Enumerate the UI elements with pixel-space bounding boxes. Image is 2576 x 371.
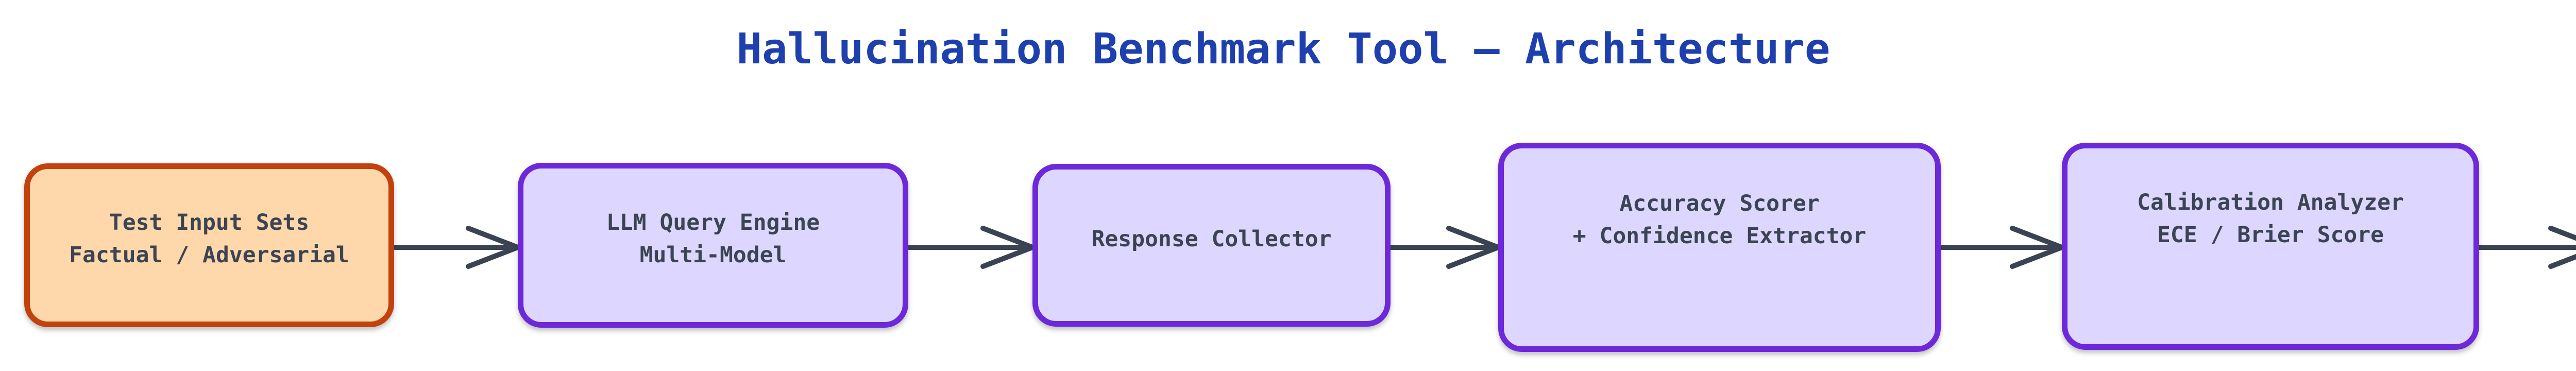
node-label-line: Accuracy Scorer — [1619, 191, 1820, 216]
node-response-collector: Response Collector — [1032, 164, 1391, 327]
arrow-icon — [1388, 226, 1501, 269]
node-label-line: Test Input Sets — [109, 210, 310, 235]
node-label-line: Factual / Adversarial — [69, 242, 349, 268]
node-label: Calibration Analyzer ECE / Brier Score — [2137, 187, 2404, 251]
arrow-icon — [906, 226, 1035, 269]
node-label-line: LLM Query Engine — [606, 210, 820, 235]
arrow-icon — [1939, 226, 2064, 269]
node-label-line: Calibration Analyzer — [2137, 190, 2404, 215]
node-label-line: Response Collector — [1091, 226, 1332, 252]
arrow-icon — [392, 226, 520, 269]
diagram-title: Hallucination Benchmark Tool — Architect… — [736, 25, 1831, 74]
node-llm-query-engine: LLM Query Engine Multi-Model — [518, 163, 908, 328]
node-label-line: + Confidence Extractor — [1572, 223, 1867, 249]
node-label-line: ECE / Brier Score — [2157, 222, 2384, 248]
node-label: Response Collector — [1092, 223, 1332, 256]
node-label: Test Input Sets Factual / Adversarial — [69, 207, 349, 272]
node-accuracy-scorer: Accuracy Scorer + Confidence Extractor — [1498, 143, 1941, 352]
node-label: Accuracy Scorer + Confidence Extractor — [1573, 188, 1867, 252]
node-label: LLM Query Engine Multi-Model — [606, 207, 820, 272]
node-label-line: Multi-Model — [639, 242, 787, 268]
node-calibration-analyzer: Calibration Analyzer ECE / Brier Score — [2062, 143, 2479, 350]
arrow-icon — [2477, 226, 2576, 269]
node-test-input-sets: Test Input Sets Factual / Adversarial — [24, 163, 394, 327]
